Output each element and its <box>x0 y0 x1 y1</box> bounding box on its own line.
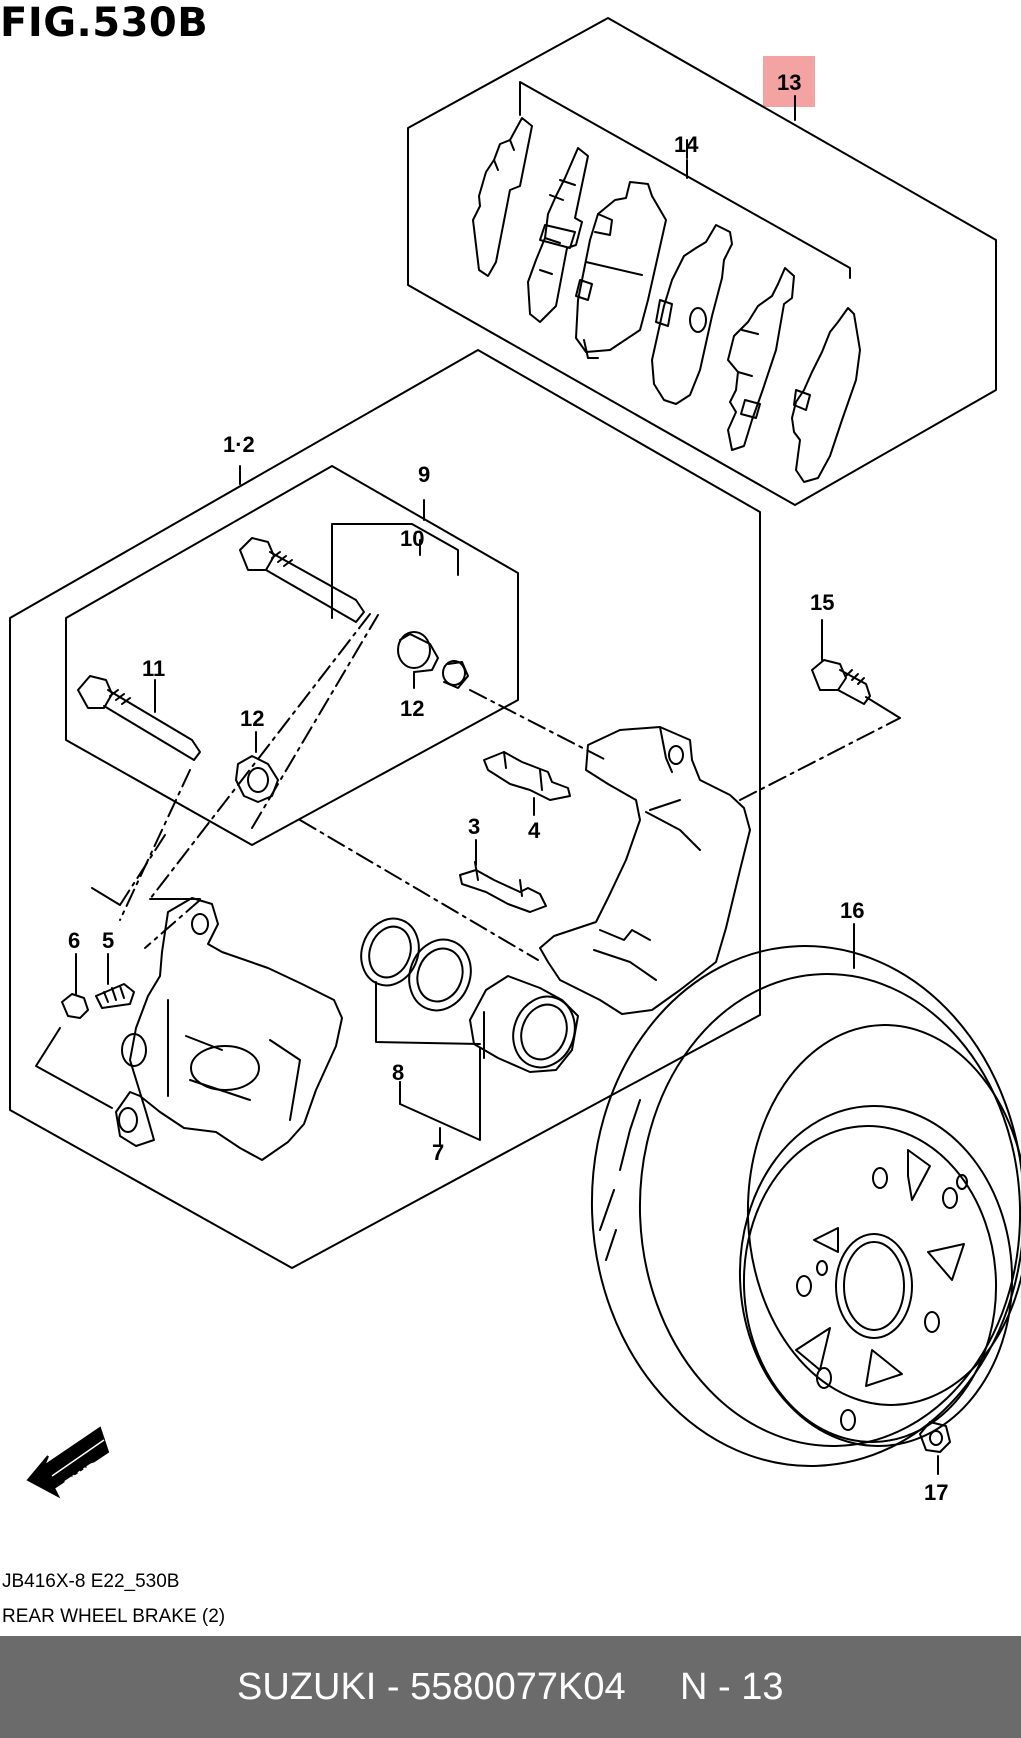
guide-pin-11 <box>77 675 201 761</box>
page-reference: N - 13 <box>680 1666 784 1708</box>
pad-clip-4 <box>483 751 571 801</box>
brake-pad-1 <box>575 181 667 359</box>
brake-pad-2 <box>651 224 733 405</box>
callout-17[interactable]: 17 <box>924 1480 948 1505</box>
group-1-2-frame <box>9 349 761 1269</box>
callout-6[interactable]: 6 <box>68 928 80 953</box>
callout-15[interactable]: 15 <box>810 590 834 615</box>
group-14-bracket <box>519 81 851 279</box>
bolt-15 <box>811 659 871 705</box>
pad-shim-1 <box>472 117 533 277</box>
dust-boot <box>408 938 472 1012</box>
callout-4[interactable]: 4 <box>528 818 541 843</box>
callout-12-lower[interactable]: 12 <box>240 706 264 731</box>
pad-shim-4 <box>791 307 861 483</box>
drawing-description: REAR WHEEL BRAKE (2) <box>2 1606 226 1627</box>
guide-pin-upper <box>239 537 365 623</box>
footer-bar: SUZUKI - 5580077K04 N - 13 <box>0 1636 1021 1738</box>
figure-title: FIG.530B <box>0 0 209 46</box>
nut-17 <box>919 1421 951 1453</box>
pin-boot-12-upper <box>397 631 469 689</box>
pad-clip-3 <box>459 861 547 913</box>
callout-12-upper[interactable]: 12 <box>400 696 424 721</box>
highlight-box[interactable] <box>763 56 815 107</box>
group-10-bracket <box>331 523 459 619</box>
piston-seal-8 <box>360 917 420 987</box>
callout-5[interactable]: 5 <box>102 928 114 953</box>
fwd-arrow-icon: FWD <box>26 1426 110 1499</box>
callout-1-2[interactable]: 1·2 <box>223 432 255 457</box>
callout-3[interactable]: 3 <box>468 814 480 839</box>
drawing-code: JB416X-8 E22_530B <box>2 1571 180 1592</box>
group-9-frame <box>65 465 519 846</box>
callout-7[interactable]: 7 <box>432 1140 444 1165</box>
callout-11[interactable]: 11 <box>142 656 165 681</box>
callout-8[interactable]: 8 <box>392 1060 404 1085</box>
group-13-frame <box>407 17 997 506</box>
cap-6 <box>61 993 89 1019</box>
piston-7 <box>469 975 579 1073</box>
caliper-housing <box>115 897 343 1161</box>
callout-13[interactable]: 13 <box>777 70 801 95</box>
brake-disc-16 <box>590 945 1021 1467</box>
bleeder-screw-5 <box>95 983 135 1009</box>
callout-16[interactable]: 16 <box>840 898 864 923</box>
pad-shim-3 <box>727 267 795 451</box>
callout-14[interactable]: 14 <box>674 132 699 157</box>
leader-lines <box>119 613 901 961</box>
pad-shim-2 <box>527 147 589 323</box>
callout-10[interactable]: 10 <box>400 526 424 551</box>
part-number: SUZUKI - 5580077K04 <box>237 1666 626 1708</box>
callout-9[interactable]: 9 <box>418 462 430 487</box>
caliper-bracket <box>539 726 751 1015</box>
